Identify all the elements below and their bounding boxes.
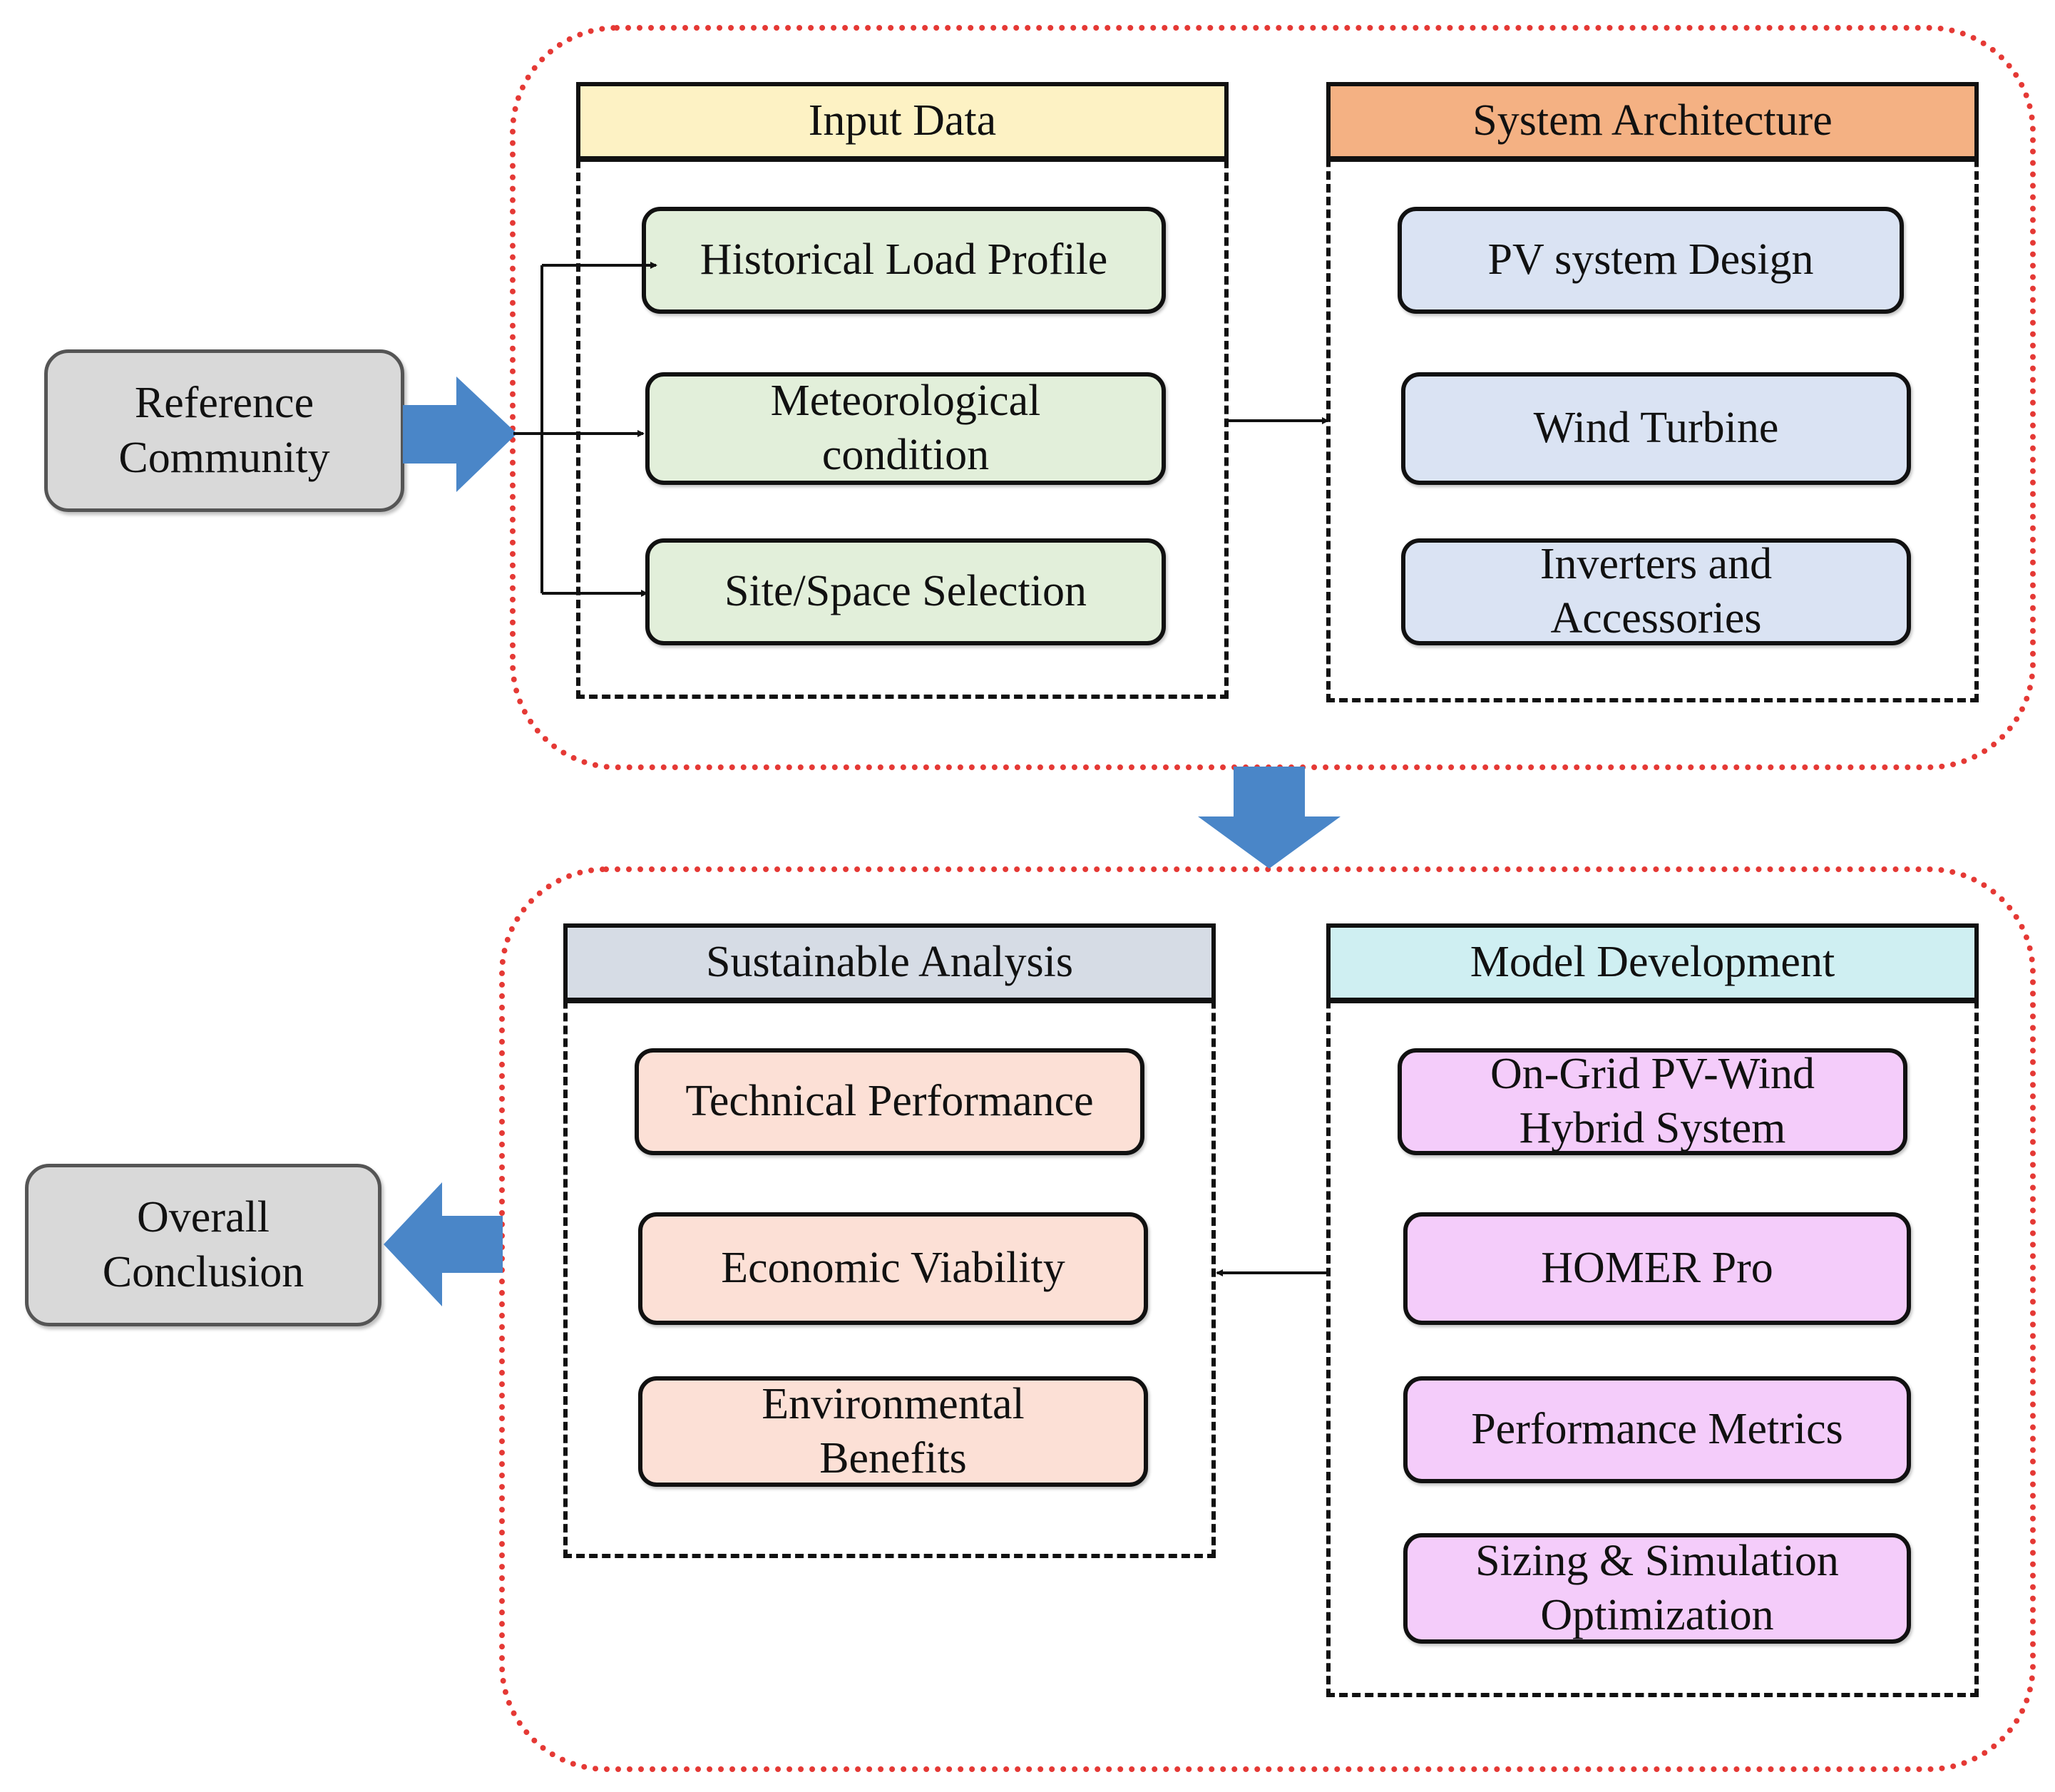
model-item-hybrid-system: On-Grid PV-Wind Hybrid System [1398, 1048, 1907, 1155]
input-item-load-profile: Historical Load Profile [642, 207, 1166, 314]
input-data-title: Input Data [808, 96, 997, 145]
model-development-header: Model Development [1326, 923, 1979, 1003]
input-item-meteorological: Meteorological condition [645, 372, 1166, 485]
architecture-item-wind-turbine: Wind Turbine [1401, 372, 1911, 485]
architecture-item-inverters: Inverters and Accessories [1401, 538, 1911, 645]
model-item-performance-metrics: Performance Metrics [1403, 1376, 1911, 1483]
system-architecture-title: System Architecture [1472, 96, 1833, 145]
sustainable-analysis-title: Sustainable Analysis [706, 938, 1073, 987]
sustainable-item-environmental: Environmental Benefits [638, 1376, 1148, 1487]
sustainable-analysis-header: Sustainable Analysis [563, 923, 1216, 1003]
block-arrow-right [403, 377, 517, 492]
input-item-site-selection: Site/Space Selection [645, 538, 1166, 645]
model-item-sizing-optimization: Sizing & Simulation Optimization [1403, 1533, 1911, 1644]
overall-conclusion-node: Overall Conclusion [25, 1164, 381, 1326]
model-item-homer-pro: HOMER Pro [1403, 1212, 1911, 1325]
architecture-item-pv-design: PV system Design [1398, 207, 1904, 314]
sustainable-item-economic: Economic Viability [638, 1212, 1148, 1325]
model-development-title: Model Development [1470, 938, 1835, 987]
input-distribution-lines [513, 262, 657, 597]
system-architecture-header: System Architecture [1326, 82, 1979, 162]
block-arrow-down [1198, 767, 1341, 869]
phase-2-boundary [499, 866, 2036, 1772]
block-arrow-left [384, 1182, 503, 1306]
reference-community-node: Reference Community [44, 349, 404, 512]
sustainable-item-technical: Technical Performance [635, 1048, 1144, 1155]
input-data-header: Input Data [576, 82, 1229, 162]
